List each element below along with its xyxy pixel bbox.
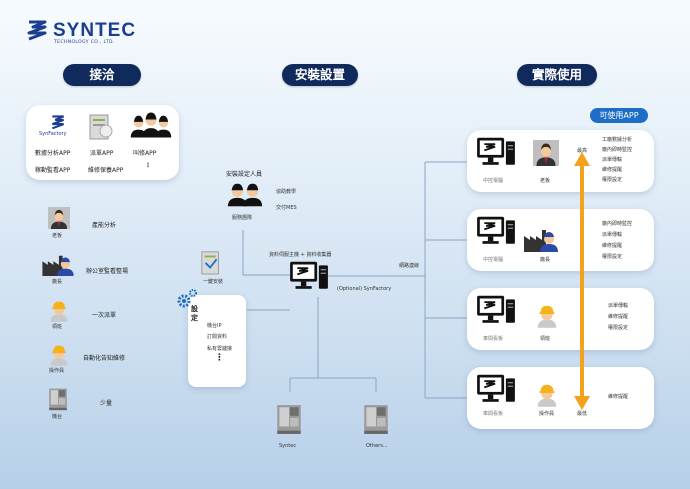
arrow-top-label: 最高	[577, 148, 588, 154]
roles-list: 老板 產能分析 廠長 辦公室監看整場 領班 一次派單 操作員 自動化告知維修 機…	[36, 205, 186, 435]
app-label: 稼動監看APP	[35, 167, 71, 174]
control-computer-icon	[476, 215, 516, 251]
settings-more-ellipsis: ⋮	[215, 353, 224, 363]
dispatch-app-icon	[89, 114, 113, 140]
settings-title: 設定	[191, 305, 198, 322]
settings-item: 私有雲鏈接	[207, 346, 233, 352]
app-item: 維修提醒	[602, 167, 623, 173]
install-staff-icon	[226, 183, 264, 207]
server-caption: (Optional) SynFactory	[337, 286, 392, 292]
app-item: 權限設定	[608, 325, 629, 331]
settings-card: 設定 機台IP 訂閱資料 私有雲鏈接 ⋮	[188, 295, 246, 387]
app-item: 維修提醒	[608, 394, 629, 400]
settings-item: 訂閱資料	[207, 334, 228, 340]
section-contact-pill: 接洽	[63, 64, 141, 86]
server-label: 資料伺服主機 + 資料收集器	[269, 252, 332, 258]
role-label: 操作員	[49, 368, 65, 374]
logo-subtitle: TECHNOLOGY CO., LTD.	[54, 40, 115, 45]
role-label: 操作員	[539, 411, 555, 417]
control-computer-icon	[476, 136, 516, 172]
device-label: 車間看板	[483, 411, 504, 417]
section-usage-pill: 實際使用	[517, 64, 597, 86]
app-item: 派單傳輸	[608, 303, 629, 309]
app-item: 權限設定	[602, 254, 623, 260]
settings-item: 機台IP	[207, 323, 222, 329]
section-install-pill: 安裝設置	[282, 64, 358, 86]
arrow-bottom-label: 最低	[577, 411, 588, 417]
operator-icon	[48, 342, 70, 366]
installer-package-icon	[201, 251, 219, 275]
available-app-badge: 可使用APP	[590, 108, 648, 123]
device-label: 中控電腦	[483, 178, 504, 184]
apps-card: SynFactory 數據分析APP 派單APP 叫修APP 稼動監看APP 維…	[26, 105, 179, 180]
support-team-icon	[130, 111, 172, 139]
app-label: 維修保養APP	[88, 167, 124, 174]
app-item: 維修提醒	[608, 314, 629, 320]
machine-label: Others...	[366, 443, 388, 449]
workshop-board-icon	[476, 373, 516, 409]
install-staff-title: 安裝設定人員	[226, 171, 263, 178]
app-item: 工廠數據分析	[602, 137, 633, 143]
synfactory-logo-icon	[52, 115, 65, 130]
role-label: 廠長	[52, 279, 63, 285]
team-leader-icon	[48, 298, 70, 322]
server-computer-icon	[289, 260, 329, 296]
role-label: 領班	[52, 324, 63, 330]
role-desc: 少量	[100, 400, 113, 407]
app-item: 維修提醒	[602, 243, 623, 249]
manager-icon	[42, 252, 74, 276]
team-leader-icon	[535, 302, 559, 328]
app-label: 數據分析APP	[35, 150, 71, 157]
workshop-board-icon	[476, 294, 516, 330]
app-item: 派單傳輸	[602, 232, 623, 238]
machine-label: Syntec	[279, 443, 297, 449]
role-label: 老板	[52, 233, 63, 239]
one-click-install-label: 一鍵安裝	[203, 279, 224, 285]
app-item: 派單傳輸	[602, 157, 623, 163]
task-label: 交付MES	[276, 205, 297, 211]
task-label: 協助教學	[276, 189, 297, 195]
role-desc: 自動化告知維修	[83, 355, 126, 362]
app-label: 派單APP	[90, 150, 114, 157]
boss-icon	[48, 207, 70, 229]
app-item: 廠內即時監控	[602, 221, 633, 227]
other-machine-icon	[363, 403, 389, 435]
network-label: 網路連線	[399, 263, 420, 269]
syntec-logo-icon	[27, 20, 47, 41]
machine-icon	[48, 387, 68, 411]
device-label: 中控電腦	[483, 257, 504, 263]
gear-icon	[177, 289, 197, 308]
boss-icon	[533, 140, 559, 166]
synfactory-label: SynFactory	[39, 131, 67, 137]
role-desc: 辦公室監看整場	[86, 268, 129, 275]
role-label: 領班	[540, 336, 551, 342]
role-label: 廠長	[540, 257, 551, 263]
permission-level-arrow	[574, 152, 590, 410]
role-label: 老板	[540, 178, 551, 184]
app-label: 叫修APP	[133, 150, 157, 157]
role-desc: 一次派單	[92, 312, 117, 319]
device-label: 車間看板	[483, 336, 504, 342]
role-desc: 產能分析	[92, 222, 117, 229]
manager-icon	[524, 226, 558, 252]
service-team-label: 服務團隊	[232, 215, 253, 221]
logo-name: SYNTEC	[53, 20, 137, 41]
role-label: 機台	[52, 414, 63, 420]
operator-icon	[535, 381, 559, 407]
syntec-machine-icon	[276, 403, 302, 435]
app-item: 權限設定	[602, 177, 623, 183]
more-ellipsis: ⋮	[145, 162, 151, 169]
app-item: 廠內即時監控	[602, 147, 633, 153]
